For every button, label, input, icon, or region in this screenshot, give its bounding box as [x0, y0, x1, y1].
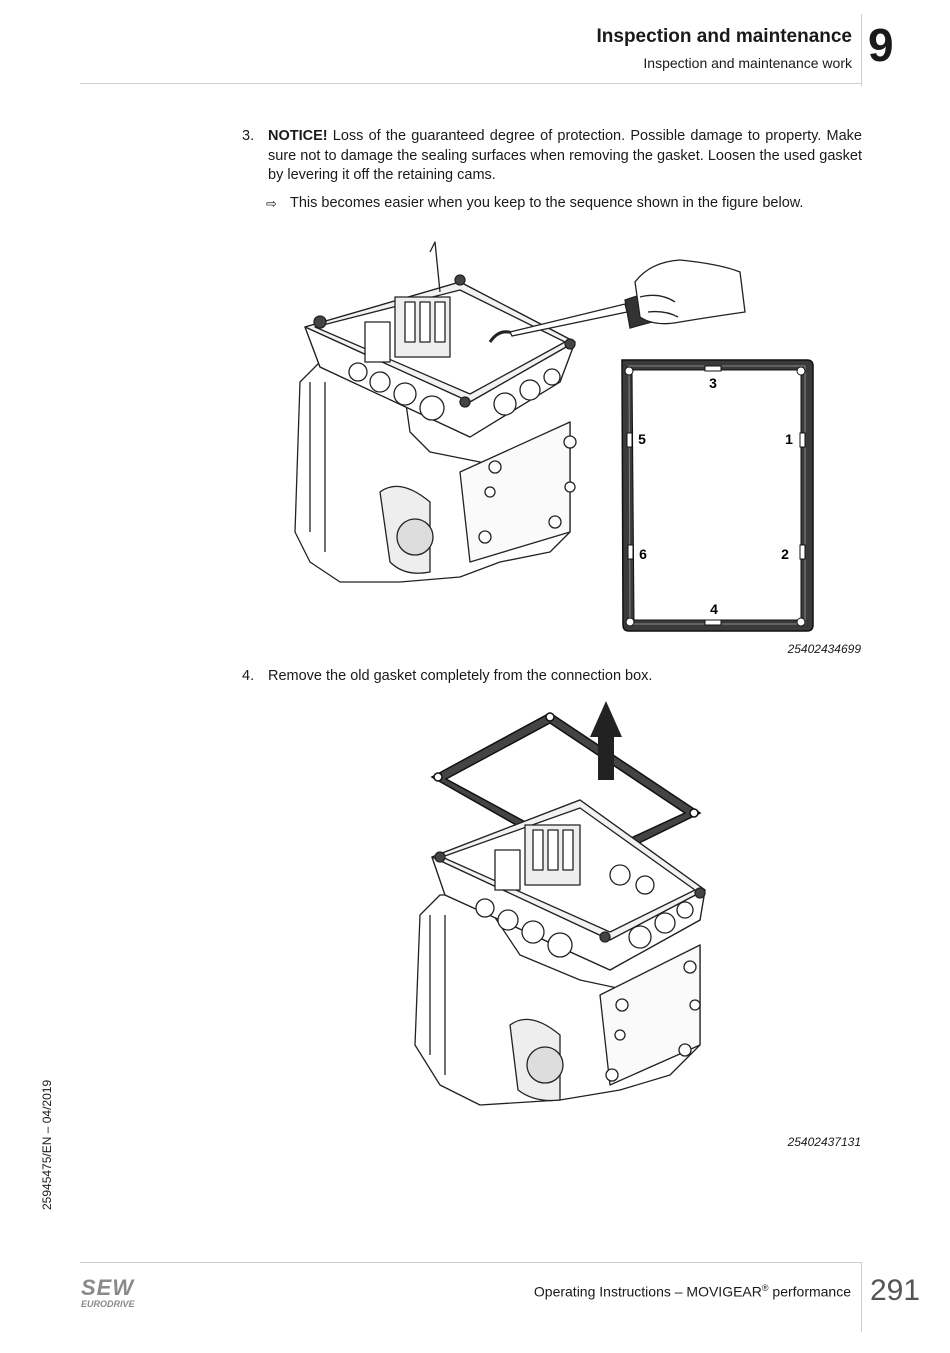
footer-document-title: Operating Instructions – MOVIGEAR® perfo… [534, 1283, 851, 1300]
figure-id: 25402434699 [787, 642, 861, 656]
section-subtitle: Inspection and maintenance work [643, 55, 852, 71]
gasket-label-5: 5 [638, 431, 646, 447]
page-number: 291 [870, 1274, 921, 1307]
section-title: Inspection and maintenance [596, 26, 853, 47]
step-number: 3. [242, 128, 255, 144]
footer-title-main: Operating Instructions – MOVIGEAR [533, 1283, 762, 1300]
chapter-divider [861, 14, 862, 86]
step-3-result: ⇨ This becomes easier when you keep to t… [266, 194, 862, 214]
up-arrow-icon [590, 701, 622, 780]
figure-gasket-removal: 3 5 1 6 2 4 [294, 241, 814, 632]
chapter-number: 9 [868, 19, 894, 71]
document-code: 25945475/EN – 04/2019 [40, 1079, 54, 1210]
step-number: 4. [242, 668, 255, 684]
sew-eurodrive-logo: SEW EURODRIVE [80, 1275, 150, 1314]
gasket-label-6: 6 [639, 546, 647, 562]
logo-text-top: SEW [81, 1275, 135, 1300]
motor-unit-illustration [414, 799, 706, 1106]
motor-unit-illustration [294, 241, 577, 583]
result-arrow-icon: ⇨ [266, 196, 277, 211]
step-text: NOTICE! Loss of the guaranteed degree of… [268, 127, 862, 186]
figure-id: 25402437131 [787, 1135, 861, 1149]
page-number-divider [861, 1262, 862, 1332]
notice-text: Loss of the guaranteed degree of protect… [268, 128, 862, 183]
gasket-sequence-diagram: 3 5 1 6 2 4 [621, 359, 814, 632]
gasket-label-1: 1 [785, 431, 793, 447]
notice-label: NOTICE! [268, 128, 328, 144]
footer-divider [80, 1262, 861, 1263]
figure-gasket-lift-off [414, 701, 706, 1106]
gasket-label-4: 4 [710, 601, 718, 617]
footer-title-suffix: performance [768, 1283, 851, 1300]
step-4: 4. Remove the old gasket completely from… [242, 667, 862, 687]
logo-text-bottom: EURODRIVE [81, 1299, 136, 1309]
registered-mark: ® [761, 1283, 769, 1293]
header-divider [80, 83, 861, 84]
gasket-label-3: 3 [709, 375, 717, 391]
step-3: 3. NOTICE! Loss of the guaranteed degree… [242, 127, 862, 186]
result-text: This becomes easier when you keep to the… [290, 195, 804, 211]
gasket-label-2: 2 [781, 546, 789, 562]
screwdriver-and-hand-illustration [509, 259, 746, 337]
step-text: Remove the old gasket completely from th… [268, 668, 653, 684]
